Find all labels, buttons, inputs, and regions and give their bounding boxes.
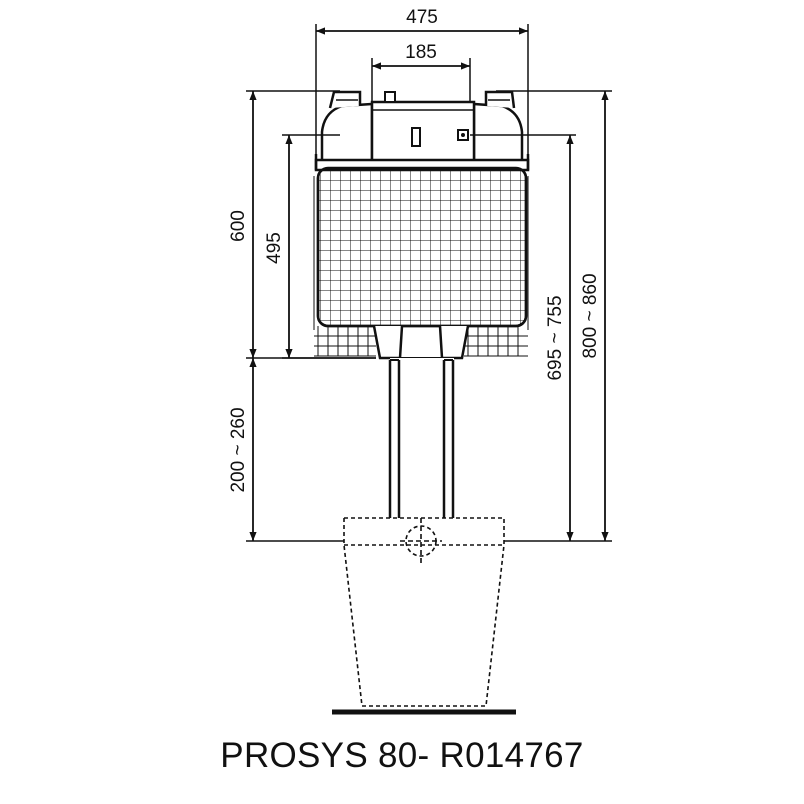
frame-grid xyxy=(313,176,529,357)
cistern-tank xyxy=(313,90,530,357)
dim-inner-width: 185 xyxy=(405,42,437,63)
dim-height-tank: 495 xyxy=(264,232,285,264)
dim-height-range-1: 695 ~ 755 xyxy=(545,295,566,380)
tank-top-housing xyxy=(320,102,374,168)
valve-knob xyxy=(384,91,396,103)
valve-slot xyxy=(411,127,421,147)
product-caption: PROSYS 80- R014767 xyxy=(220,736,584,775)
dim-overall-width: 475 xyxy=(406,7,438,28)
extension-lines xyxy=(246,24,612,542)
wc-pan xyxy=(343,517,505,707)
dim-pipe-length: 200 ~ 260 xyxy=(228,407,249,492)
tank-grid xyxy=(316,166,528,328)
dim-height-range-2: 800 ~ 860 xyxy=(580,273,601,358)
outlet-pipe xyxy=(372,325,470,518)
dim-height-total: 600 xyxy=(228,210,249,242)
dimension-lines xyxy=(249,27,609,541)
